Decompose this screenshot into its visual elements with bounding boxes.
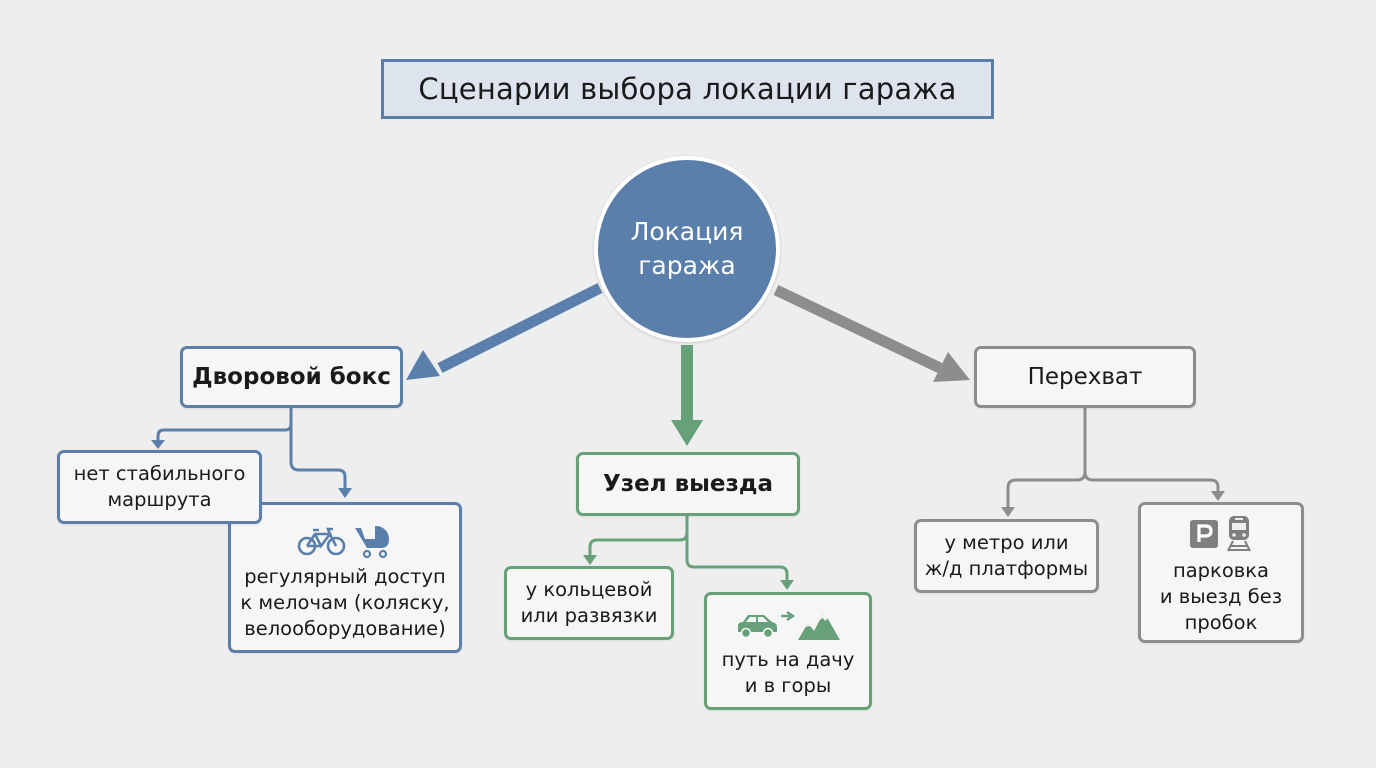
arrow-head: [583, 555, 597, 565]
bicycle-icon: [297, 527, 346, 555]
train-icon: [1227, 515, 1251, 551]
node-text-line: к мелочам (коляску,: [240, 590, 450, 614]
node-text-line: регулярный доступ: [244, 564, 446, 588]
arrow-right-icon: [781, 610, 795, 622]
node-text-line: велооборудование): [244, 616, 446, 640]
node-text-line: нет стабильного: [73, 462, 246, 485]
node-exit-junction: Узел выезда: [576, 452, 800, 516]
node-text-line: у кольцевой: [525, 578, 653, 601]
node-text-line: пробок: [1184, 610, 1258, 634]
node-text-line: парковка: [1172, 558, 1269, 582]
stroller-icon: [355, 525, 390, 558]
node-no-stable-route: нет стабильного маршрута: [57, 450, 262, 524]
node-dacha-mountains: путь на дачу и в горы: [704, 592, 872, 710]
yard-sub-connectors: [156, 408, 347, 489]
node-text-line: ж/д платформы: [924, 557, 1089, 580]
node-text-line: у метро или: [944, 531, 1069, 554]
node-label: Узел выезда: [603, 471, 773, 497]
node-regular-access: регулярный доступ к мелочам (коляску, ве…: [228, 502, 462, 653]
node-parking-no-traffic: парковка и выезд без пробок: [1138, 502, 1304, 643]
car-icon: [738, 615, 777, 639]
arrow-head: [1001, 507, 1015, 517]
arrow-hub-to-exit: [671, 345, 703, 446]
diagram-title: Сценарии выбора локации гаража: [381, 59, 994, 119]
node-metro-platform: у метро или ж/д платформы: [914, 519, 1099, 593]
node-label: Дворовой бокс: [192, 364, 391, 390]
node-text-line: маршрута: [107, 488, 212, 511]
arrow-hub-to-intercept: [773, 285, 970, 382]
node-ring-road: у кольцевой или развязки: [504, 566, 674, 640]
arrow-head: [151, 440, 165, 449]
node-yard-box: Дворовой бокс: [180, 346, 403, 408]
hub-label-line1: Локация: [630, 217, 744, 246]
arrow-head: [780, 580, 794, 590]
hub-node: Локация гаража: [594, 156, 780, 342]
node-intercept: Перехват: [974, 346, 1196, 408]
node-text-line: и выезд без: [1159, 584, 1283, 608]
arrow-head: [1211, 491, 1225, 501]
arrow-head: [338, 488, 352, 498]
hub-label-line2: гаража: [638, 251, 736, 280]
intercept-sub-connectors: [1006, 408, 1220, 508]
node-text-line: и в горы: [744, 674, 832, 697]
exit-sub-connectors: [588, 516, 789, 581]
node-text-line: или развязки: [520, 604, 658, 627]
node-text-line: путь на дачу: [721, 648, 855, 671]
node-label: Перехват: [1027, 364, 1143, 390]
parking-icon: [1190, 519, 1218, 548]
mountains-icon: [798, 612, 840, 640]
arrow-hub-to-yard: [406, 283, 603, 380]
